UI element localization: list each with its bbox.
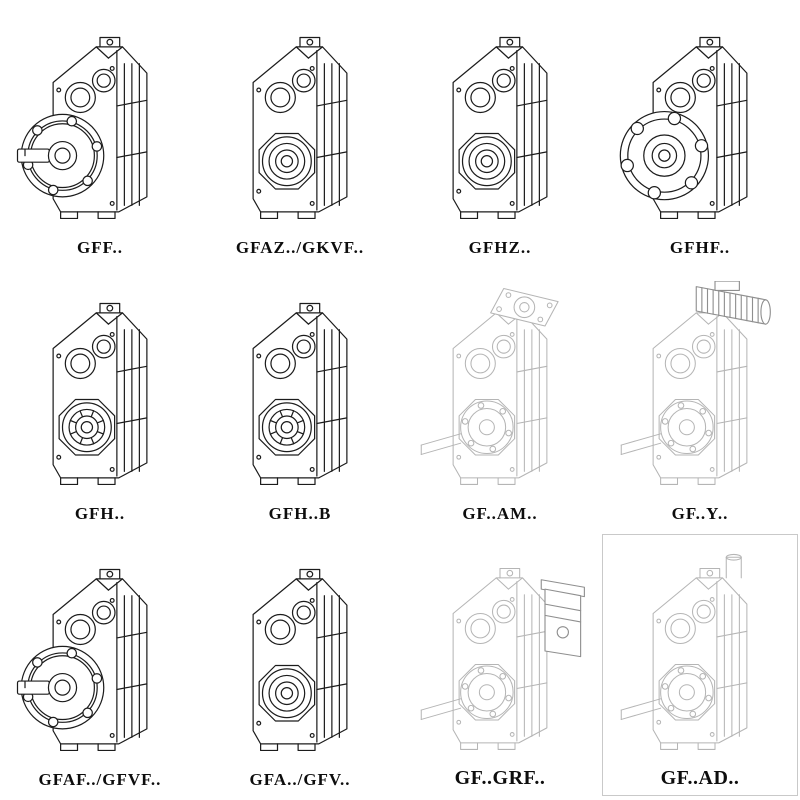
model-label: GFH..B: [268, 504, 332, 523]
catalog-cell: GF..AM..: [400, 266, 600, 532]
model-label: GFAZ../GKVF..: [235, 238, 365, 257]
catalog-cell: GFAZ../GKVF..: [200, 0, 400, 266]
catalog-cell: GFHZ..: [400, 0, 600, 266]
catalog-cell: GFH..B: [200, 266, 400, 532]
model-label: GFHZ..: [468, 238, 532, 257]
model-label: GFAF../GFVF..: [38, 770, 162, 789]
catalog-cell: GF..GRF..: [400, 532, 600, 798]
gearbox-drawing: [2, 536, 198, 768]
gearbox-drawing: [202, 536, 398, 768]
catalog-cell: GFF..: [0, 0, 200, 266]
model-label: GFH..: [74, 504, 126, 523]
catalog-cell: GFA../GFV..: [200, 532, 400, 798]
model-label: GF..GRF..: [454, 767, 546, 789]
catalog-cell: GF..AD..: [600, 532, 800, 798]
gearbox-drawing: [2, 4, 198, 236]
catalog-cell: GF..Y..: [600, 266, 800, 532]
model-label: GFA../GFV..: [249, 770, 351, 789]
gearbox-drawing: [602, 270, 798, 502]
model-label: GF..AM..: [462, 504, 538, 523]
gearbox-drawing: [602, 4, 798, 236]
catalog-cell: GFAF../GFVF..: [0, 532, 200, 798]
catalog-cell: GFHF..: [600, 0, 800, 266]
model-label: GF..AD..: [660, 767, 740, 789]
gearbox-drawing: [202, 270, 398, 502]
gearbox-drawing: [402, 4, 598, 236]
gearbox-drawing: [202, 4, 398, 236]
gearbox-drawing: [2, 270, 198, 502]
model-label: GF..Y..: [671, 504, 729, 523]
model-label: GFF..: [77, 238, 123, 257]
gearbox-drawing: [402, 536, 598, 765]
catalog-cell: GFH..: [0, 266, 200, 532]
gearbox-drawing: [402, 270, 598, 502]
model-label: GFHF..: [669, 238, 731, 257]
gearbox-drawing: [602, 536, 798, 765]
